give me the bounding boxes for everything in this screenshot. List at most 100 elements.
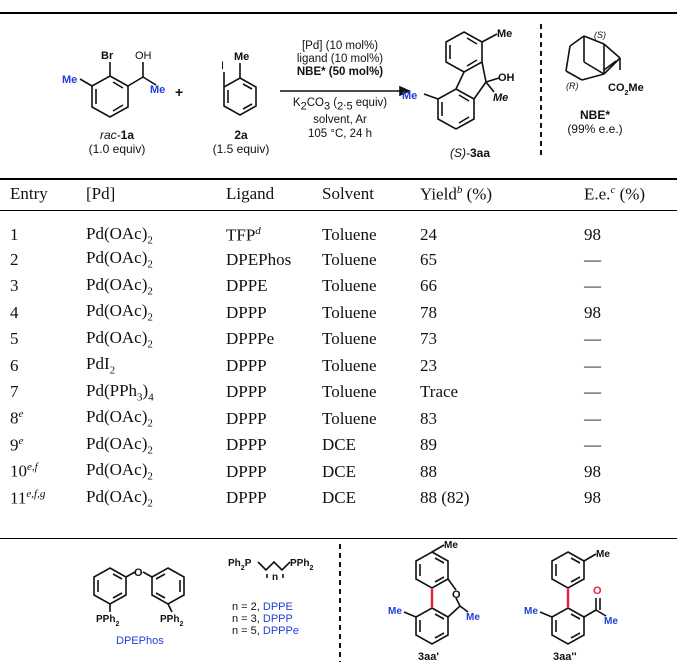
header-solvent: Solvent [322,184,374,203]
me-label: Me [150,84,165,96]
nbe-r-label: (R) [566,81,579,91]
reactant-1a-structure [79,62,157,118]
pph2-label: PPh2 [96,614,119,628]
cell-ee: 98 [584,488,601,508]
me-label: Me [493,92,508,104]
header-pd: [Pd] [86,184,116,203]
cell-ee: — [584,355,601,375]
cell-yield: 73 [420,329,437,349]
dpephos-structure [93,567,185,613]
cell-pd: Pd(OAc)2 [86,301,153,324]
pph2-label: PPh2 [160,614,183,628]
table-row: 11e,f,g Pd(OAc)2 DPPP DCE 88 (82) 98 [10,485,672,512]
aa2-label: 3aa'' [553,651,577,662]
cell-pd: Pd(OAc)2 [86,274,153,298]
me-label: Me [388,606,402,617]
oxygen-label: O [593,585,602,597]
dpephos-label: DPEPhos [116,635,164,647]
conditions-above: [Pd] (10 mol%) ligand (10 mol%) NBE* (50… [296,40,384,78]
cell-solvent: Toluene [322,302,377,322]
header-entry: Entry [10,184,48,203]
header-bottom-rule [0,210,677,212]
me-label: Me [466,612,480,623]
cell-solvent: DCE [322,461,356,481]
me-label: Me [604,616,618,627]
cell-ee: — [584,435,601,455]
cell-entry: 7 [10,382,19,402]
cell-ligand: TFPd [226,224,261,245]
cell-solvent: Toluene [322,329,377,349]
me-label: Me [62,74,77,86]
cell-yield: 88 (82) [420,488,470,508]
me-label: Me [596,549,610,560]
conditions-below: K2CO3 (2.5 equiv) solvent, Ar 105 °C, 24… [292,97,388,141]
cell-entry: 9e [10,434,24,455]
cell-ligand: DPPP [226,461,267,481]
cell-entry: 1 [10,225,19,245]
nbe-ester-label: CO2Me [608,82,644,97]
cell-pd: Pd(OAc)2 [86,486,153,510]
cell-ee: — [584,276,601,296]
br-label: Br [101,50,114,62]
me-label: Me [524,606,538,617]
cell-entry: 6 [10,355,19,375]
cell-ee: 98 [584,461,601,481]
me-label: Me [234,51,249,63]
me-label: Me [444,540,458,551]
cell-ligand: DPPP [226,488,267,508]
cell-entry: 10e,f [10,461,38,481]
header-yield: Yieldb (%) [420,183,493,204]
cell-solvent: Toluene [322,382,377,402]
cell-entry: 3 [10,276,19,296]
product-3aa-prime-structure [403,544,469,645]
cell-ee: — [584,382,601,402]
cell-ligand: DPEPhos [226,249,292,269]
cell-entry: 2 [10,249,19,269]
oh-label: OH [135,50,152,62]
aa1-label: 3aa' [418,651,439,662]
cell-ligand: DPPE [226,276,268,296]
nbe-s-label: (S) [594,30,606,40]
cell-ee: — [584,408,601,428]
product-caption: (S)-3aa [449,146,491,160]
table-bottom-rule [0,538,677,540]
oxygen-label: O [134,567,143,579]
product-3aa-double-prime-structure [539,551,607,645]
cell-yield: Trace [420,382,459,402]
n-label: n [272,572,278,583]
pph2-label: PPh2 [290,558,313,572]
cell-solvent: Toluene [322,355,377,375]
cell-solvent: Toluene [322,249,377,269]
ligand-structures: O PPh2 PPh2 DPEPhos Ph2P PPh2 n n = 2, D… [93,540,618,662]
reactant-2a-structure [223,63,257,116]
dppx-line: n = 2, DPPE [232,601,293,613]
cell-pd: Pd(PPh3)4 [86,380,154,404]
cell-pd: Pd(OAc)2 [86,407,153,430]
cell-yield: 24 [420,225,437,245]
optimization-table: Entry [Pd] Ligand Solvent Yieldb (%) E.e… [10,178,672,511]
cell-solvent: Toluene [322,276,377,296]
cell-ligand: DPPP [226,435,267,455]
cell-solvent: Toluene [322,225,377,245]
me-label: Me [497,28,512,40]
oh-label: OH [498,72,515,84]
cell-pd: Pd(OAc)2 [86,224,153,247]
cell-pd: PdI2 [86,354,116,377]
cell-solvent: DCE [322,488,356,508]
nbe-structure [565,35,621,81]
oxygen-label: O [452,589,461,601]
cell-entry: 11e,f,g [10,487,46,508]
plus-sign: + [175,84,183,100]
me-label: Me [402,90,417,102]
nbe-caption: NBE* (99% e.e.) [567,108,623,136]
dppx-structure [257,560,291,578]
header-top-rule [0,178,677,180]
cell-ligand: DPPP [226,302,267,322]
